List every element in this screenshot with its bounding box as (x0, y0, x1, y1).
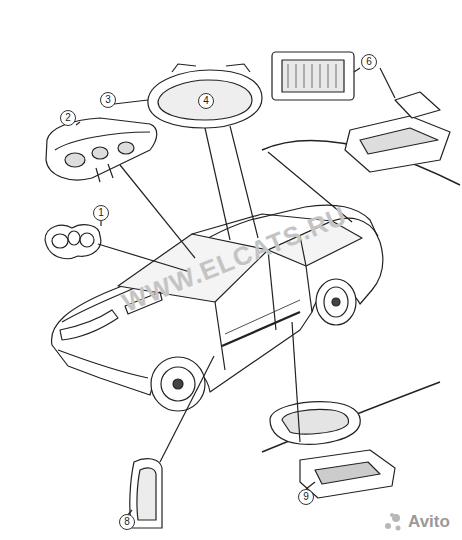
callout-text: 1 (98, 208, 104, 218)
callout-text: 4 (203, 96, 209, 106)
callout-text: 3 (105, 95, 111, 105)
callout-text: 6 (366, 57, 372, 67)
callout-text: 2 (65, 113, 71, 123)
callout-number: 1 (93, 205, 109, 221)
callout-number: 3 (100, 92, 116, 108)
logo-dot (390, 513, 394, 517)
logo-dot (396, 526, 401, 531)
callout-number: 2 (60, 110, 76, 126)
callout-text: 8 (124, 517, 130, 527)
watermark-logo: Avito (408, 512, 450, 532)
callout-number: 8 (119, 514, 135, 530)
callout-text: 9 (303, 492, 309, 502)
logo-dot (385, 523, 391, 529)
callout-number: 9 (298, 489, 314, 505)
callout-number: 6 (361, 54, 377, 70)
callout-number: 4 (198, 93, 214, 109)
